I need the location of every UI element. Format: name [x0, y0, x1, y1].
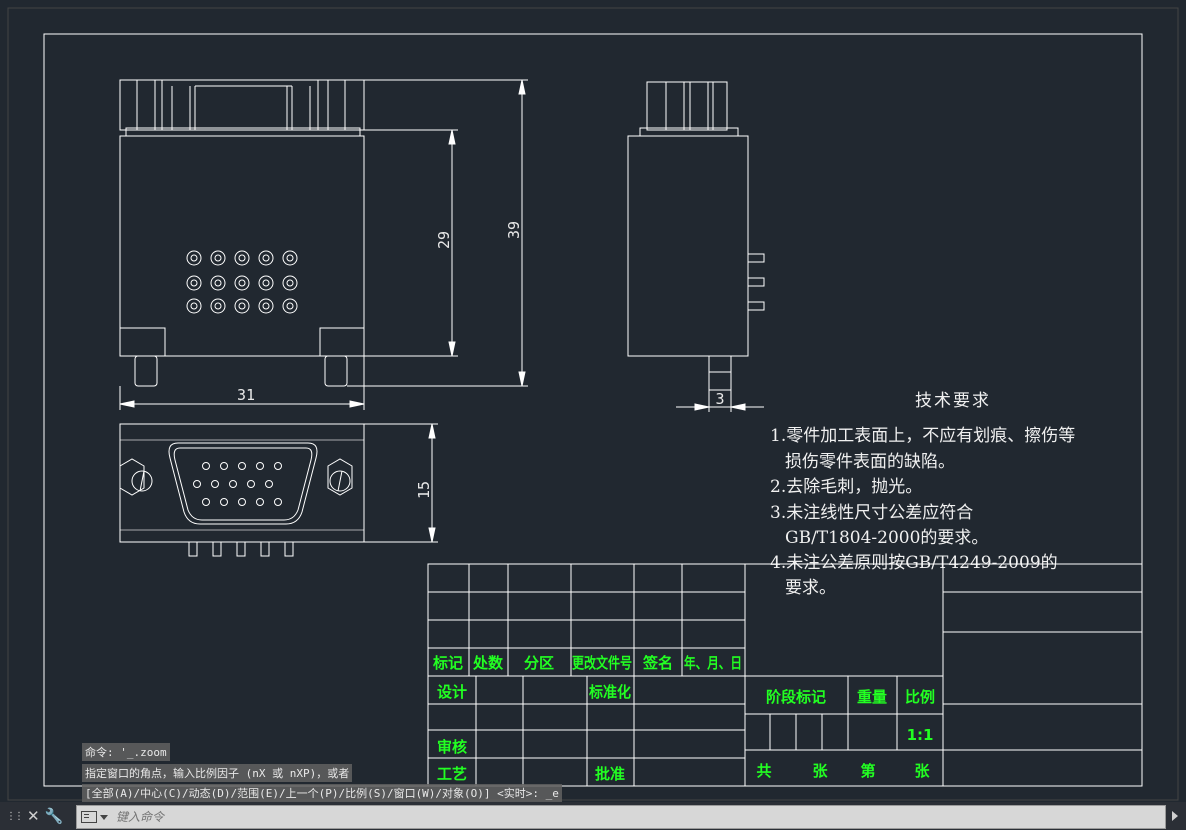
- dim-15: 15: [415, 481, 433, 499]
- tech-line-6: 4.未注公差原则按GB/T4249-2009的: [770, 553, 1058, 573]
- bottom-pin-holes: [193, 462, 282, 506]
- command-history-line-3: [全部(A)/中心(C)/动态(D)/范围(E)/上一个(P)/比例(S)/窗口…: [82, 784, 562, 802]
- command-history-line-2: 指定窗口的角点，输入比例因子 (nX 或 nXP)，或者: [82, 764, 353, 782]
- side-view: [627, 81, 765, 391]
- tb-col-sign: 签名: [642, 654, 673, 672]
- command-prompt-icon[interactable]: [81, 811, 97, 823]
- side-dimensions: [676, 390, 764, 412]
- chevron-down-icon[interactable]: [100, 814, 108, 820]
- tb-col-change-doc: 更改文件号: [572, 654, 632, 672]
- tech-line-2: 损伤零件表面的缺陷。: [785, 452, 955, 472]
- tb-sheets: 张: [812, 762, 828, 780]
- tech-requirements: 技术要求 1.零件加工表面上，不应有划痕、擦伤等 损伤零件表面的缺陷。 2.去除…: [770, 391, 1075, 598]
- wrench-icon[interactable]: 🔧: [44, 807, 64, 825]
- front-pin-holes: [186, 250, 298, 314]
- tech-title: 技术要求: [915, 391, 991, 411]
- tech-line-7: 要求。: [785, 578, 836, 598]
- dim-3: 3: [715, 390, 724, 408]
- command-line-controls: ⋮⋮ ✕ 🔧: [0, 802, 82, 830]
- tb-review: 审核: [437, 738, 467, 756]
- front-dimensions: [119, 79, 528, 410]
- command-line-bar: ⋮⋮ ✕ 🔧: [0, 802, 1186, 830]
- dim-39: 39: [505, 221, 523, 239]
- dim-29: 29: [435, 231, 453, 249]
- title-block: [427, 563, 1143, 787]
- bottom-dimensions: [364, 423, 438, 543]
- grip-icon[interactable]: ⋮⋮: [6, 810, 24, 822]
- tech-line-3: 2.去除毛刺，抛光。: [770, 477, 922, 497]
- tb-sheet-no: 第: [860, 762, 875, 780]
- tb-weight: 重量: [857, 688, 887, 706]
- tech-line-4: 3.未注线性尺寸公差应符合: [770, 503, 973, 523]
- front-view: [119, 79, 365, 387]
- tb-stage-mark: 阶段标记: [766, 688, 826, 706]
- command-history-line-1: 命令: '_.zoom: [82, 743, 170, 761]
- tech-line-5: GB/T1804-2000的要求。: [785, 528, 988, 548]
- tb-total: 共: [756, 762, 771, 780]
- tb-col-zone: 分区: [524, 654, 554, 672]
- tb-standardization: 标准化: [588, 683, 631, 701]
- dim-31: 31: [237, 386, 255, 404]
- title-block-labels: 标记 处数 分区 更改文件号 签名 年、月、日 设计 标准化 审核 工艺 批准 …: [432, 654, 935, 783]
- tb-sheet-unit: 张: [914, 762, 930, 780]
- tb-col-count: 处数: [472, 654, 504, 672]
- tb-approve: 批准: [595, 765, 625, 783]
- command-input[interactable]: [114, 806, 1138, 828]
- arrow-right-icon: [1172, 811, 1178, 821]
- command-input-wrap[interactable]: [76, 805, 1166, 829]
- tb-scale: 比例: [905, 688, 935, 706]
- tb-process: 工艺: [437, 765, 467, 783]
- drawing-canvas[interactable]: 29 39 31 3: [0, 0, 1186, 802]
- tb-col-date: 年、月、日: [684, 654, 742, 672]
- bottom-view: [119, 423, 365, 557]
- close-icon[interactable]: ✕: [27, 807, 40, 825]
- command-expand-button[interactable]: [1164, 802, 1186, 830]
- tb-scale-value: 1:1: [907, 726, 934, 744]
- tb-col-mark: 标记: [432, 654, 463, 672]
- tb-design: 设计: [437, 683, 467, 701]
- tech-line-1: 1.零件加工表面上，不应有划痕、擦伤等: [770, 426, 1075, 446]
